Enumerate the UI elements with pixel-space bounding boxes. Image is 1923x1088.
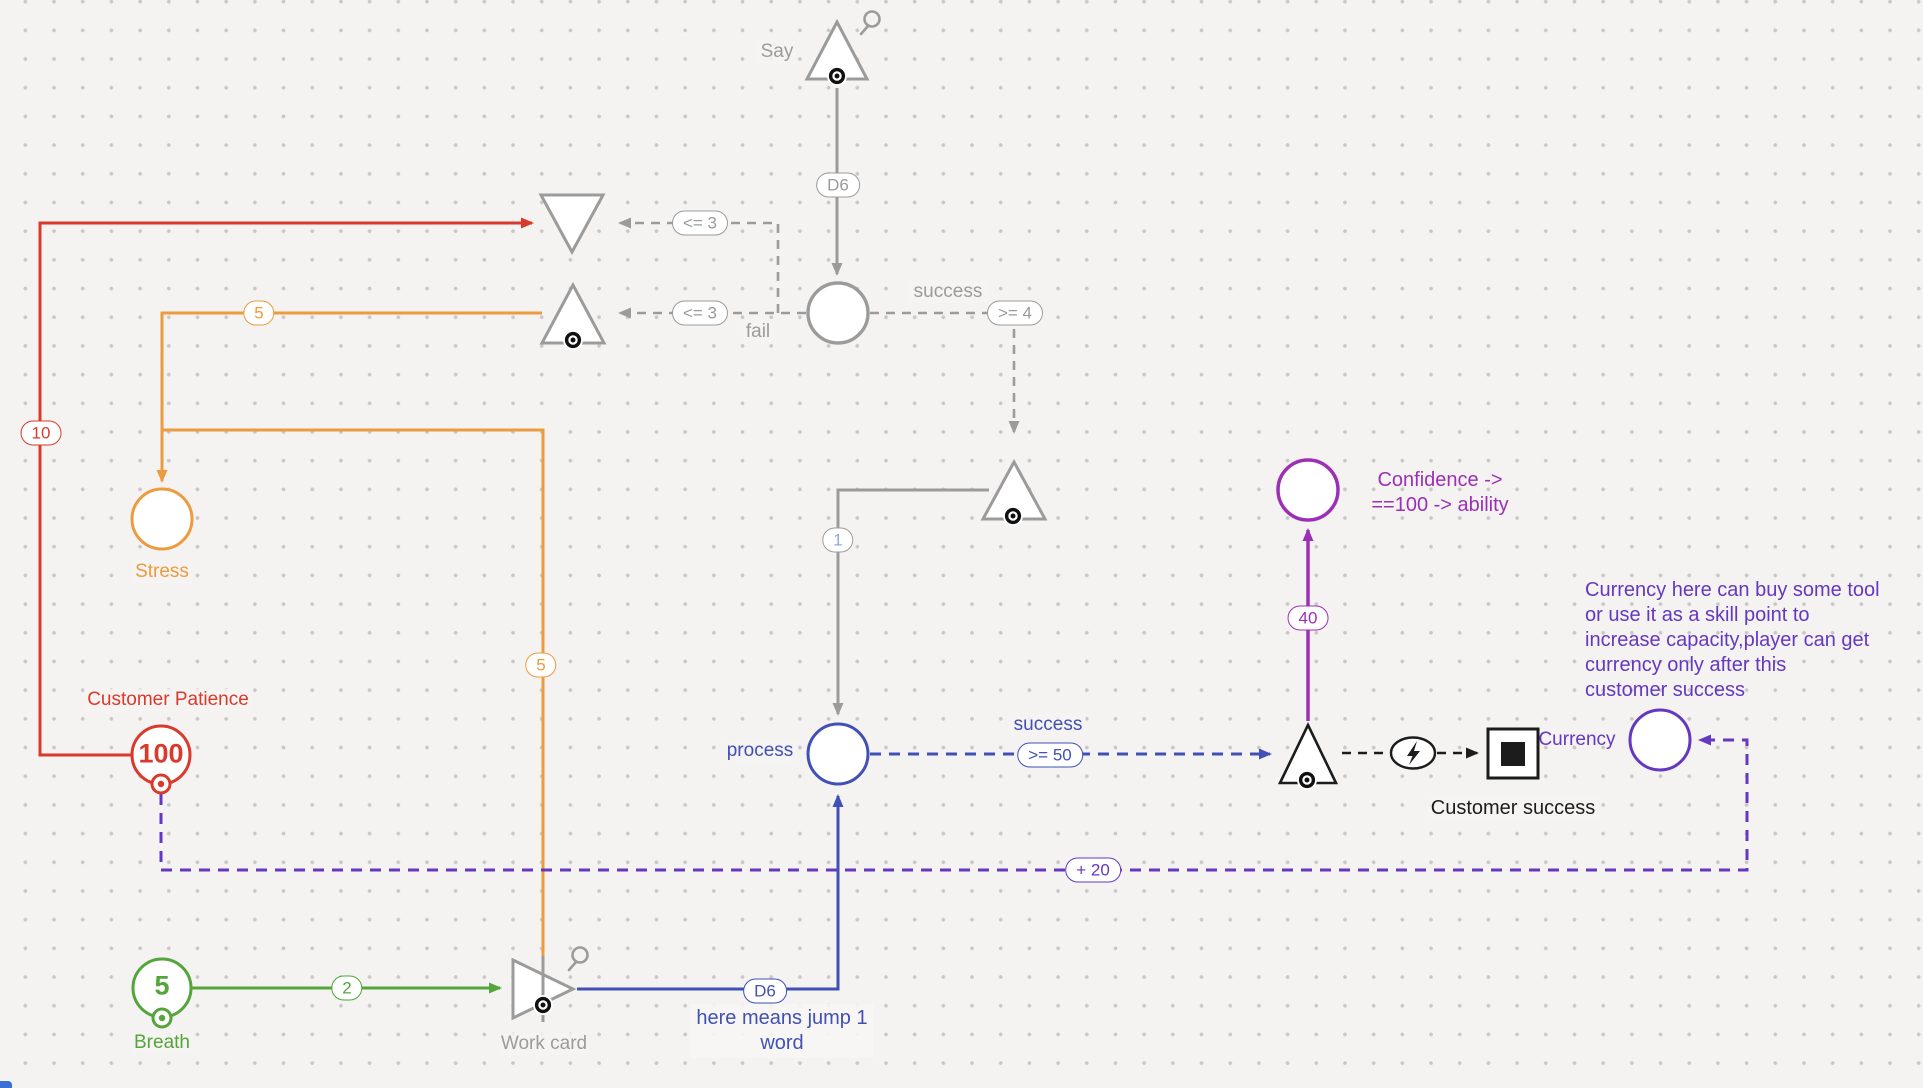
pill-five-work[interactable]: 5 — [525, 652, 557, 678]
edge-gate-to-success-triangle[interactable] — [870, 311, 1020, 434]
label-say: Say — [757, 41, 797, 63]
annotation-currency-line1: Currency here can buy some tool — [1585, 579, 1880, 601]
node-currency[interactable] — [1628, 708, 1692, 772]
node-end-condition[interactable] — [1486, 727, 1540, 780]
breath-value: 5 — [154, 970, 170, 1001]
label-breath: Breath — [131, 1032, 193, 1054]
edge-success-triangle-to-process[interactable] — [832, 488, 989, 716]
pill-ge4[interactable]: >= 4 — [986, 300, 1044, 326]
pill-le3-mid[interactable]: <= 3 — [671, 300, 729, 326]
trigger-bolt-node[interactable] — [1389, 736, 1437, 770]
edge-gate-to-drain-triangle[interactable] — [618, 217, 780, 313]
annotation-jump-line2: word — [760, 1032, 804, 1054]
annotation-currency-line4: currency only after this — [1585, 654, 1787, 676]
pill-two[interactable]: 2 — [331, 975, 363, 1001]
edge-plus20-to-currency[interactable] — [159, 734, 1749, 872]
annotation-jump-line1: here means jump 1 — [696, 1007, 868, 1029]
annotation-currency-line3: increase capacity,player can get — [1585, 629, 1870, 651]
node-d6-gate[interactable] — [806, 281, 870, 345]
edge-work-card-to-process[interactable] — [577, 794, 844, 991]
customer-patience-bullseye-icon — [150, 773, 172, 795]
customer-success-bullseye-icon — [1297, 770, 1317, 790]
edge-fail-to-work-card[interactable] — [162, 428, 545, 956]
pill-five-stress[interactable]: 5 — [243, 300, 275, 326]
pill-one[interactable]: 1 — [822, 527, 854, 553]
label-stress: Stress — [132, 561, 192, 583]
pill-forty[interactable]: 40 — [1287, 605, 1329, 631]
edge-customer-patience-to-drain[interactable] — [38, 217, 534, 757]
annotation-jump[interactable]: here means jump 1 word — [690, 1004, 874, 1058]
pill-ge50[interactable]: >= 50 — [1017, 742, 1083, 768]
label-success-mid: success — [1010, 714, 1086, 736]
pill-d6-top[interactable]: D6 — [816, 172, 860, 198]
label-success-top: success — [910, 281, 986, 303]
label-process: process — [723, 740, 797, 762]
node-drain-triangle[interactable] — [538, 193, 606, 256]
annotation-confidence-line1: Confidence -> — [1377, 469, 1503, 491]
breath-bullseye-icon — [151, 1007, 173, 1029]
customer-patience-value: 100 — [138, 738, 184, 769]
annotation-confidence-line2: ==100 -> ability — [1371, 494, 1509, 516]
node-process[interactable] — [806, 722, 870, 786]
label-customer-success: Customer success — [1427, 797, 1599, 819]
annotation-currency[interactable]: Currency here can buy some tool or use i… — [1585, 578, 1915, 703]
pill-d6-work[interactable]: D6 — [743, 978, 787, 1004]
pill-plus20[interactable]: + 20 — [1065, 857, 1121, 883]
fail-bullseye-icon — [563, 330, 583, 350]
work-card-bullseye-icon — [533, 995, 553, 1015]
canvas-corner-badge — [0, 1081, 12, 1088]
node-confidence[interactable] — [1276, 458, 1340, 522]
label-currency: Currency — [1538, 729, 1616, 750]
edge-fail-to-stress[interactable] — [156, 311, 542, 483]
pill-ten[interactable]: 10 — [20, 420, 62, 446]
say-interactive-gesture-icon — [859, 10, 881, 36]
end-condition-inner-square-icon — [1501, 742, 1525, 766]
node-stress[interactable] — [130, 487, 194, 551]
label-work-card: Work card — [497, 1033, 591, 1055]
label-customer-patience: Customer Patience — [84, 689, 252, 711]
annotation-currency-line5: customer success — [1585, 679, 1746, 701]
say-bullseye-icon — [827, 66, 847, 86]
label-fail: fail — [742, 321, 774, 343]
success-bullseye-icon — [1003, 506, 1023, 526]
lightning-icon — [1407, 741, 1420, 765]
pill-le3-top[interactable]: <= 3 — [671, 210, 729, 236]
annotation-confidence[interactable]: Confidence -> ==100 -> ability — [1371, 468, 1508, 518]
annotation-currency-line2: or use it as a skill point to — [1585, 604, 1810, 626]
work-card-interactive-gesture-icon — [567, 946, 589, 972]
